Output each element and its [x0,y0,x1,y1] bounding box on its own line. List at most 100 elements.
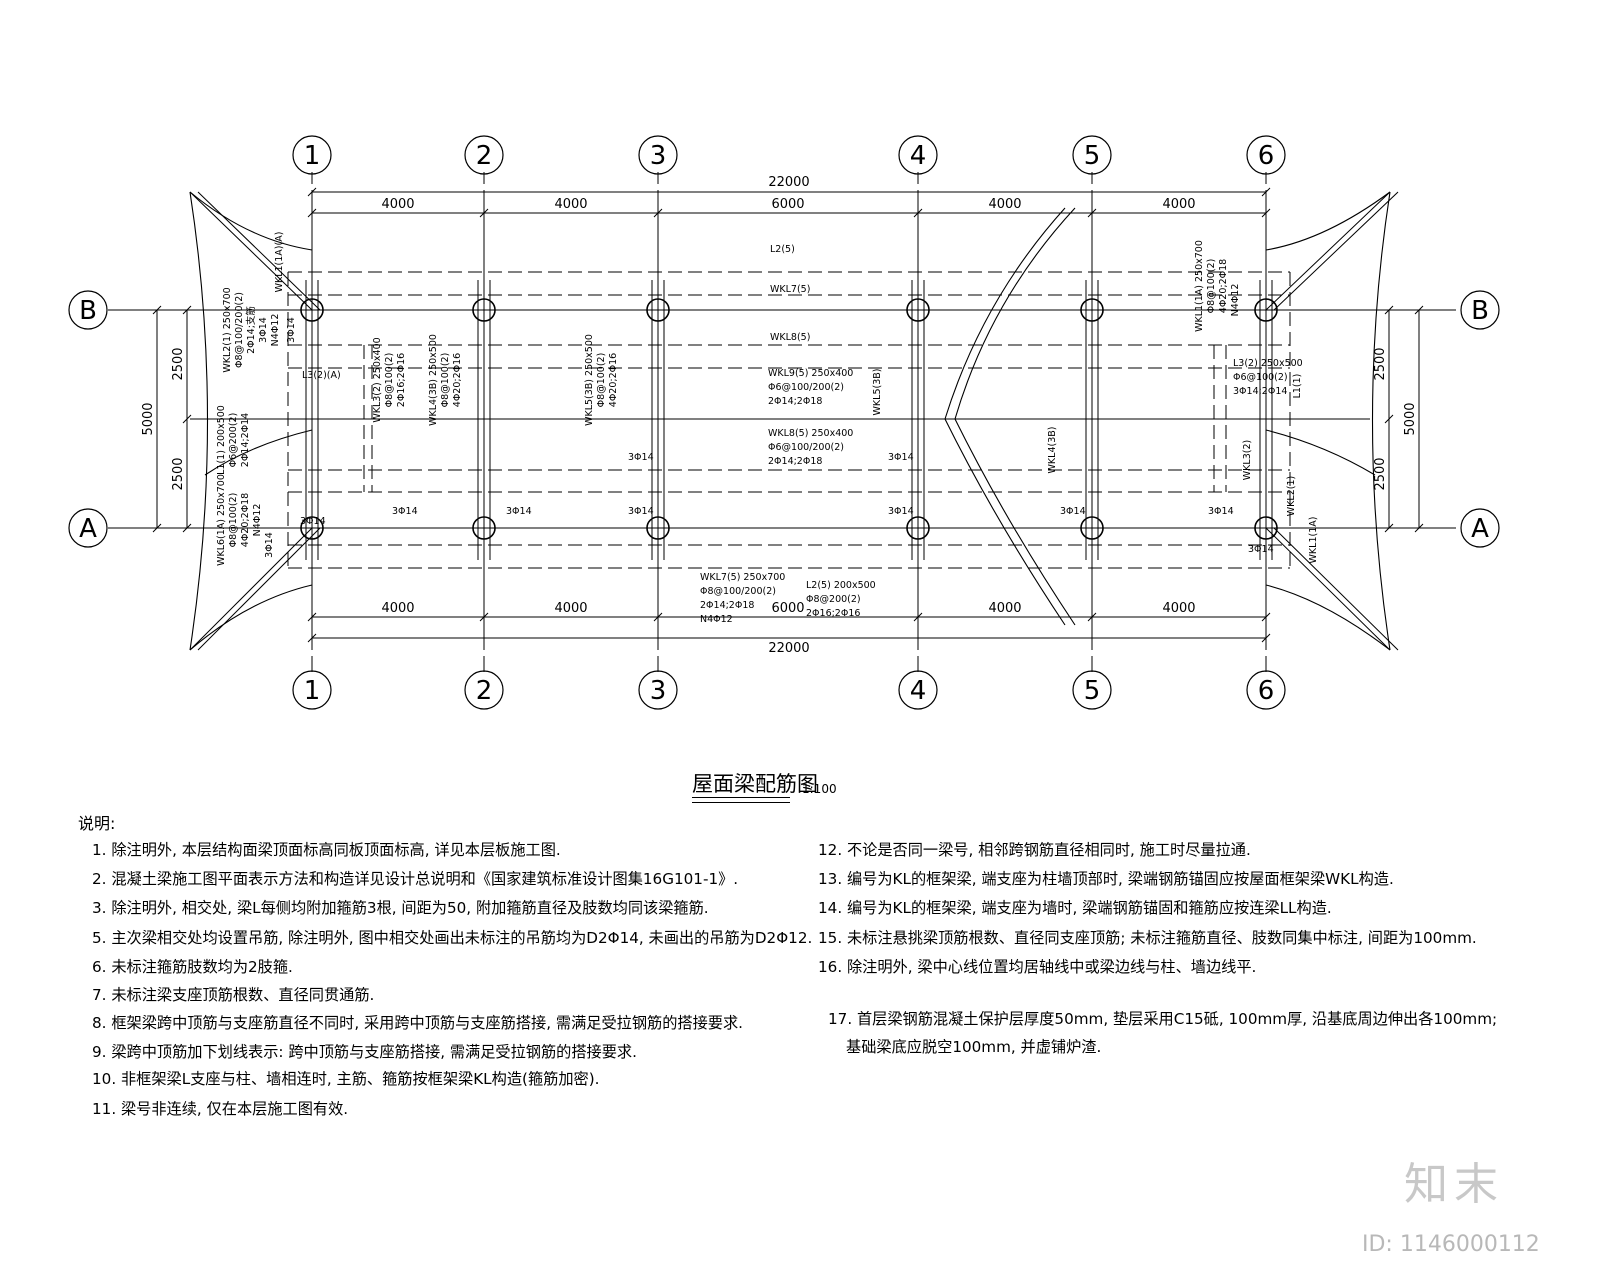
drawing-line [1261,208,1271,218]
note-right-12: 12. 不论是否同一梁号, 相邻跨钢筋直径相同时, 施工时尽量拉通. [818,841,1251,859]
beam-annotation: Φ8@100(2) [440,353,451,408]
column-axis-2-bottom [464,670,504,710]
beam-annotation: WKL5(3B) 250x500 [584,334,595,426]
beam-annotation: 2Φ14;2Φ14 [240,413,251,467]
note-left-3: 3. 除注明外, 相交处, 梁L每侧均附加箍筋3根, 间距为50, 附加箍筋直径… [92,899,709,917]
column-node [472,298,496,322]
beam-annotation: 2Φ14;2Φ18 [768,456,822,467]
beam-annotation: WKL5(3B) [872,369,883,416]
column-axis-4-bottom-label: 4 [910,676,927,706]
beam-annotation: L2(5) [770,244,795,255]
roof-curve [189,584,313,651]
beam-annotation: 3Φ14 [888,452,914,463]
column-node [300,298,324,322]
drawing-line [182,305,192,315]
column-axis-2-bottom-label: 2 [476,676,493,706]
drawing-line [913,612,923,622]
column-axis-5-top [1072,135,1112,175]
beam-annotation: L1(1) 200x500 [216,405,227,475]
beam-annotation: 4Φ20;2Φ18 [240,493,251,547]
column-axis-3-top-label: 3 [650,141,667,171]
note-left-6: 7. 未标注梁支座顶筋根数、直径同贯通筋. [92,986,375,1004]
dim-side-half-left: 2500 [171,347,186,380]
row-axis-A-right-label: A [1471,514,1489,544]
beam-annotation: L2(5) 200x500 [806,580,876,591]
beam-annotation: 3Φ14 [286,317,297,343]
column-axis-6-bottom [1246,670,1286,710]
beam-annotation: WKL8(5) [770,332,810,343]
beam-annotation: 4Φ20;2Φ16 [608,353,619,407]
drawing-line [1414,523,1424,533]
beam-annotation: WKL3(2) [1242,440,1253,480]
note-left-5: 6. 未标注箍筋肢数均为2肢箍. [92,958,293,976]
beam-annotation: WKL8(5) 250x400 [768,428,853,439]
roof-curve [189,191,209,651]
column-axis-6-top [1246,135,1286,175]
drawing-line [197,191,321,311]
note-right-15: 15. 未标注悬挑梁顶筋根数、直径同支座顶筋; 未标注箍筋直径、肢数同集中标注,… [818,929,1477,947]
column-axis-5-top-label: 5 [1084,141,1101,171]
column-axis-2-top [464,135,504,175]
dim-total-bottom: 22000 [768,641,809,656]
note-right-14: 14. 编号为KL的框架梁, 端支座为墙时, 梁端钢筋锚固和箍筋应按连梁LL构造… [818,899,1332,917]
dim-span-bottom: 4000 [988,601,1021,616]
drawing-line [307,187,317,197]
beam-annotation: 2Φ14;2Φ18 [700,600,754,611]
note-left-7: 8. 框架梁跨中顶筋与支座筋直径不同时, 采用跨中顶筋与支座筋搭接, 需满足受拉… [92,1014,743,1032]
beam-annotation: WKL1(1A) 250x700 [1194,240,1205,332]
drawing-line [913,208,923,218]
dim-span-top: 4000 [381,197,414,212]
beam-annotation: WKL4(3B) [1047,427,1058,474]
beam-annotation: N4Φ12 [700,614,733,625]
dim-span-top: 6000 [771,197,804,212]
dim-span-top: 4000 [988,197,1021,212]
beam-annotation: L3(2) 250x500 [1233,358,1303,369]
beam-annotation: WKL6(1A) 250x700 [216,474,227,566]
beam-annotation: 3Φ14 [1208,506,1234,517]
column-node [1080,298,1104,322]
drawing-line [189,191,313,311]
beam-annotation: Φ8@100(2) [228,493,239,548]
dim-span-top: 4000 [554,197,587,212]
beam-annotation: 4Φ20;2Φ18 [1218,259,1229,313]
beam-annotation: 3Φ14 [264,532,275,558]
beam-annotation: Φ6@200(2) [228,413,239,468]
note-left-2: 2. 混凝土梁施工图平面表示方法和构造详见设计总说明和《国家建筑标准设计图集16… [92,870,739,888]
note-left-4: 5. 主次梁相交处均设置吊筋, 除注明外, 图中相交处画出未标注的吊筋均为D2Φ… [92,929,813,947]
drawing-line [1265,527,1391,651]
roof-curve [189,191,313,251]
beam-annotation: WKL9(5) 250x400 [768,368,853,379]
drawing-line [1261,612,1271,622]
note-left-8: 9. 梁跨中顶筋加下划线表示: 跨中顶筋与支座筋搭接, 需满足受拉钢筋的搭接要求… [92,1043,637,1061]
beam-annotation: Φ8@100(2) [384,353,395,408]
row-axis-B-left [68,290,108,330]
beam-annotation: Φ6@100/200(2) [768,382,844,393]
row-axis-B-left-label: B [79,296,97,326]
beam-annotation: WKL3(2) 250x400 [372,337,383,422]
beam-annotation: N4Φ12 [252,504,263,537]
beam-annotation: Φ8@100(2) [596,353,607,408]
beam-annotation: L3(2)(A) [302,370,341,381]
drawing-line [182,414,192,424]
beam-annotation: L1(1) [1292,374,1303,399]
beam-annotation: Φ6@100/200(2) [768,442,844,453]
drawing-line [653,208,663,218]
drawing-line [189,527,313,651]
dim-span-bottom: 4000 [1162,601,1195,616]
title-underline-thin [692,802,790,803]
roof-curve [954,418,1076,626]
dim-side-total-right: 5000 [1403,402,1418,435]
drawing-line [152,523,162,533]
roof-curve [1265,191,1391,251]
brand-logo: 知末 [1404,1159,1504,1210]
roof-curve [1265,429,1376,476]
note-right-17: 17. 首层梁钢筋混凝土保护层厚度50mm, 垫层采用C15砥, 100mm厚,… [828,1010,1498,1028]
row-axis-A-left-label: A [79,514,97,544]
beam-annotation: 3Φ14 [506,506,532,517]
column-node [1080,516,1104,540]
column-axis-6-bottom-label: 6 [1258,676,1275,706]
beam-annotation: 3Φ14 [888,506,914,517]
beam-annotation: 3Φ14 [628,506,654,517]
drawing-line [1384,523,1394,533]
